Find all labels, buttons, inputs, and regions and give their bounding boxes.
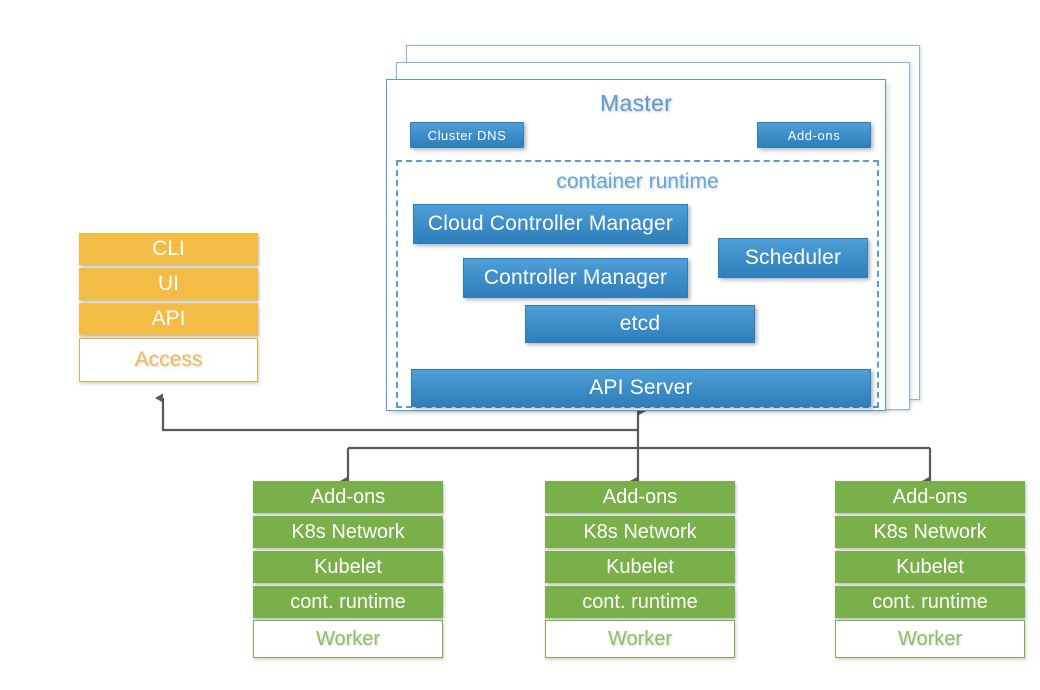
api-server-label: API Server (589, 376, 693, 399)
cluster-dns-label: Cluster DNS (427, 127, 507, 143)
worker-1-layer-kubelet-label: Kubelet (314, 555, 382, 578)
master-addons-label: Add-ons (787, 127, 841, 143)
scheduler-label: Scheduler (744, 246, 842, 269)
access-layer-cli-label: CLI (152, 237, 185, 260)
worker-3-layer-network[interactable]: K8s Network (835, 516, 1025, 548)
access-layer-ui[interactable]: UI (79, 268, 258, 300)
master-addons-box[interactable]: Add-ons (757, 122, 871, 148)
access-footer: Access (79, 338, 258, 382)
worker-1-footer-label: Worker (315, 627, 381, 650)
controller-manager-label: Controller Manager (483, 266, 668, 289)
container-runtime-title: container runtime (556, 170, 719, 193)
access-layer-ui-label: UI (158, 272, 179, 295)
worker-3-footer-label: Worker (897, 627, 963, 650)
worker-1-layer-runtime[interactable]: cont. runtime (253, 586, 443, 618)
worker-3-layer-network-label: K8s Network (873, 520, 987, 543)
worker-3-layer-runtime[interactable]: cont. runtime (835, 586, 1025, 618)
worker-2-layer-addons-label: Add-ons (602, 485, 678, 508)
worker-2-footer-label: Worker (607, 627, 673, 650)
access-layer-cli[interactable]: CLI (79, 233, 258, 265)
cloud-controller-manager-label: Cloud Controller Manager (427, 212, 674, 235)
worker-1-layer-kubelet[interactable]: Kubelet (253, 551, 443, 583)
worker-2-layer-runtime-label: cont. runtime (582, 590, 698, 613)
container-runtime-region: container runtime (396, 160, 879, 408)
access-layer-api[interactable]: API (79, 303, 258, 335)
controller-manager-box[interactable]: Controller Manager (463, 258, 688, 298)
worker-2-footer: Worker (545, 620, 735, 658)
worker-3-layer-runtime-label: cont. runtime (872, 590, 988, 613)
worker-1-footer: Worker (253, 620, 443, 658)
cloud-controller-manager-box[interactable]: Cloud Controller Manager (413, 204, 688, 244)
worker-2-layer-kubelet-label: Kubelet (606, 555, 674, 578)
worker-1-layer-network[interactable]: K8s Network (253, 516, 443, 548)
api-server-box[interactable]: API Server (411, 369, 871, 407)
worker-2-layer-kubelet[interactable]: Kubelet (545, 551, 735, 583)
worker-3-layer-kubelet-label: Kubelet (896, 555, 964, 578)
worker-3-layer-addons-label: Add-ons (892, 485, 968, 508)
etcd-box[interactable]: etcd (525, 305, 755, 343)
worker-2-layer-addons[interactable]: Add-ons (545, 481, 735, 513)
worker-2-layer-runtime[interactable]: cont. runtime (545, 586, 735, 618)
access-layer-api-label: API (151, 307, 186, 330)
worker-2-layer-network-label: K8s Network (583, 520, 697, 543)
worker-3-layer-addons[interactable]: Add-ons (835, 481, 1025, 513)
worker-1-layer-runtime-label: cont. runtime (290, 590, 406, 613)
master-title: Master (599, 90, 673, 116)
worker-1-layer-addons-label: Add-ons (310, 485, 386, 508)
scheduler-box[interactable]: Scheduler (718, 238, 868, 278)
worker-1-layer-addons[interactable]: Add-ons (253, 481, 443, 513)
worker-1-layer-network-label: K8s Network (291, 520, 405, 543)
worker-2-layer-network[interactable]: K8s Network (545, 516, 735, 548)
etcd-label: etcd (619, 312, 661, 335)
access-footer-label: Access (134, 348, 203, 371)
worker-3-layer-kubelet[interactable]: Kubelet (835, 551, 1025, 583)
worker-3-footer: Worker (835, 620, 1025, 658)
cluster-dns-box[interactable]: Cluster DNS (410, 122, 524, 148)
